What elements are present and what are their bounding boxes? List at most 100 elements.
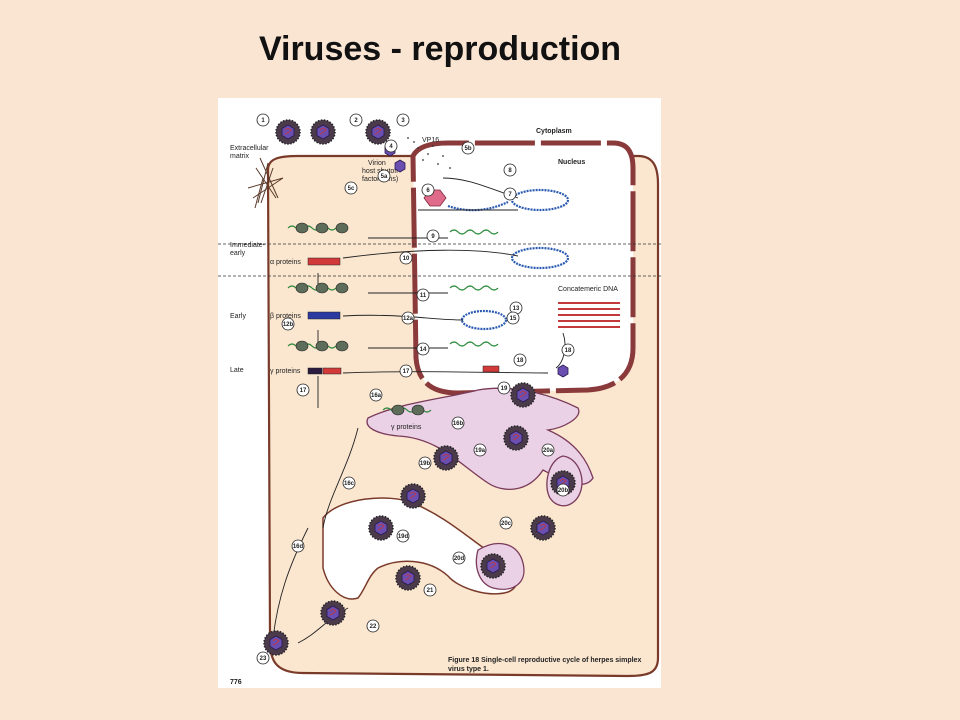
step-20c-label: 20c bbox=[501, 521, 512, 527]
step-16a-label: 16a bbox=[371, 393, 382, 399]
step-19a-marker: 19a bbox=[473, 443, 487, 457]
step-3-label: 3 bbox=[401, 118, 405, 124]
immediate-early-label-1: Immediate- bbox=[230, 242, 266, 249]
matrix-label: matrix bbox=[230, 153, 250, 160]
step-19b-label: 19b bbox=[420, 461, 431, 467]
alpha-protein-bar bbox=[307, 257, 341, 266]
virion-21 bbox=[395, 565, 421, 591]
virion-1 bbox=[275, 119, 301, 145]
step-4-label: 4 bbox=[389, 144, 393, 150]
virion-3 bbox=[365, 119, 391, 145]
gamma-proteins-label: γ proteins bbox=[270, 368, 301, 375]
step-11-label: 11 bbox=[420, 293, 427, 299]
herpes-reproduction-figure: Cytoplasm Nucleus Extracellular matrix V… bbox=[218, 98, 661, 688]
step-1-marker: 1 bbox=[256, 113, 270, 127]
step-5b-marker: 5b bbox=[461, 141, 475, 155]
step-5c-marker: 5c bbox=[344, 181, 358, 195]
step-16b-marker: 16b bbox=[451, 416, 465, 430]
step-12a-marker: 12a bbox=[401, 311, 415, 325]
capsid-5a bbox=[394, 159, 406, 173]
virion-2 bbox=[310, 119, 336, 145]
figure-caption-line2: virus type 1. bbox=[448, 666, 489, 673]
step-8-marker: 8 bbox=[503, 163, 517, 177]
beta-proteins-label: β proteins bbox=[270, 313, 301, 320]
step-16b-label: 16b bbox=[453, 421, 464, 427]
step-2-marker: 2 bbox=[349, 113, 363, 127]
step-5a-marker: 5a bbox=[377, 169, 391, 183]
step-12b-label: 12b bbox=[283, 322, 294, 328]
step-5b-label: 5b bbox=[464, 146, 471, 152]
step-7-label: 7 bbox=[508, 192, 512, 198]
step-16c-marker: 16c bbox=[342, 476, 356, 490]
step-17-label: 17 bbox=[300, 388, 307, 394]
step-16a-marker: 16a bbox=[369, 388, 383, 402]
virion-19 bbox=[510, 382, 536, 408]
step-10-label: 10 bbox=[403, 256, 410, 262]
step-19b-marker: 19b bbox=[418, 456, 432, 470]
step-14-label: 14 bbox=[420, 347, 427, 353]
step-22-label: 22 bbox=[370, 624, 377, 630]
late-label: Late bbox=[230, 367, 244, 374]
step-1-label: 1 bbox=[261, 118, 265, 124]
gamma-protein-nucleus bbox=[482, 365, 500, 373]
step-19d-marker: 19d bbox=[396, 529, 410, 543]
immediate-early-label-2: early bbox=[230, 250, 246, 257]
step-20b-marker: 20b bbox=[556, 483, 570, 497]
slide-title: Viruses - reproduction bbox=[258, 30, 622, 68]
step-21-label: 21 bbox=[427, 588, 434, 594]
virion-19c bbox=[400, 483, 426, 509]
step-20c-marker: 20c bbox=[499, 516, 513, 530]
extracellular-matrix bbox=[247, 157, 284, 209]
gamma-protein-bar-dark bbox=[307, 367, 323, 375]
step-18-marker: 18 bbox=[513, 353, 527, 367]
step-22-marker: 22 bbox=[366, 619, 380, 633]
gamma-protein-bar-red bbox=[322, 367, 342, 375]
early-label: Early bbox=[230, 313, 246, 320]
step-17-marker: 17 bbox=[399, 364, 413, 378]
step-12b-marker: 12b bbox=[281, 317, 295, 331]
step-23-marker: 23 bbox=[256, 651, 270, 665]
step-5a-label: 5a bbox=[381, 174, 388, 180]
step-19-label: 19 bbox=[501, 386, 508, 392]
figure-caption-line1: Figure 18 Single-cell reproductive cycle… bbox=[448, 657, 641, 664]
step-17-marker: 17 bbox=[296, 383, 310, 397]
step-20a-label: 20a bbox=[543, 448, 554, 454]
nucleus-label: Nucleus bbox=[558, 159, 585, 166]
step-8-label: 8 bbox=[508, 168, 512, 174]
virion-19d bbox=[368, 515, 394, 541]
step-23-label: 23 bbox=[260, 656, 267, 662]
step-12a-label: 12a bbox=[403, 316, 414, 322]
step-16d-marker: 16d bbox=[291, 539, 305, 553]
extracellular-label: Extracellular bbox=[230, 145, 269, 152]
step-2-label: 2 bbox=[354, 118, 358, 124]
step-9-marker: 9 bbox=[426, 229, 440, 243]
capsid-18 bbox=[557, 364, 569, 378]
virion-22 bbox=[320, 600, 346, 626]
virion-20c bbox=[530, 515, 556, 541]
step-9-label: 9 bbox=[431, 234, 435, 240]
step-10-marker: 10 bbox=[399, 251, 413, 265]
step-3-marker: 3 bbox=[396, 113, 410, 127]
step-6-marker: 6 bbox=[421, 183, 435, 197]
step-15-label: 15 bbox=[510, 316, 517, 322]
step-18-marker: 18 bbox=[561, 343, 575, 357]
step-20d-label: 20d bbox=[454, 556, 465, 562]
step-18-label: 18 bbox=[565, 348, 572, 354]
virion-23 bbox=[263, 630, 289, 656]
nucleus-envelope bbox=[410, 140, 636, 396]
vp16-label: VP16 bbox=[422, 137, 439, 144]
step-19-marker: 19 bbox=[497, 381, 511, 395]
virion-20d bbox=[480, 553, 506, 579]
step-7-marker: 7 bbox=[503, 187, 517, 201]
step-20d-marker: 20d bbox=[452, 551, 466, 565]
step-13-label: 13 bbox=[513, 306, 520, 312]
virion-19b bbox=[433, 445, 459, 471]
step-17-label: 17 bbox=[403, 369, 410, 375]
step-6-label: 6 bbox=[426, 188, 430, 194]
step-4-marker: 4 bbox=[384, 139, 398, 153]
step-21-marker: 21 bbox=[423, 583, 437, 597]
step-5c-label: 5c bbox=[348, 186, 355, 192]
step-20a-marker: 20a bbox=[541, 443, 555, 457]
step-19a-label: 19a bbox=[475, 448, 486, 454]
